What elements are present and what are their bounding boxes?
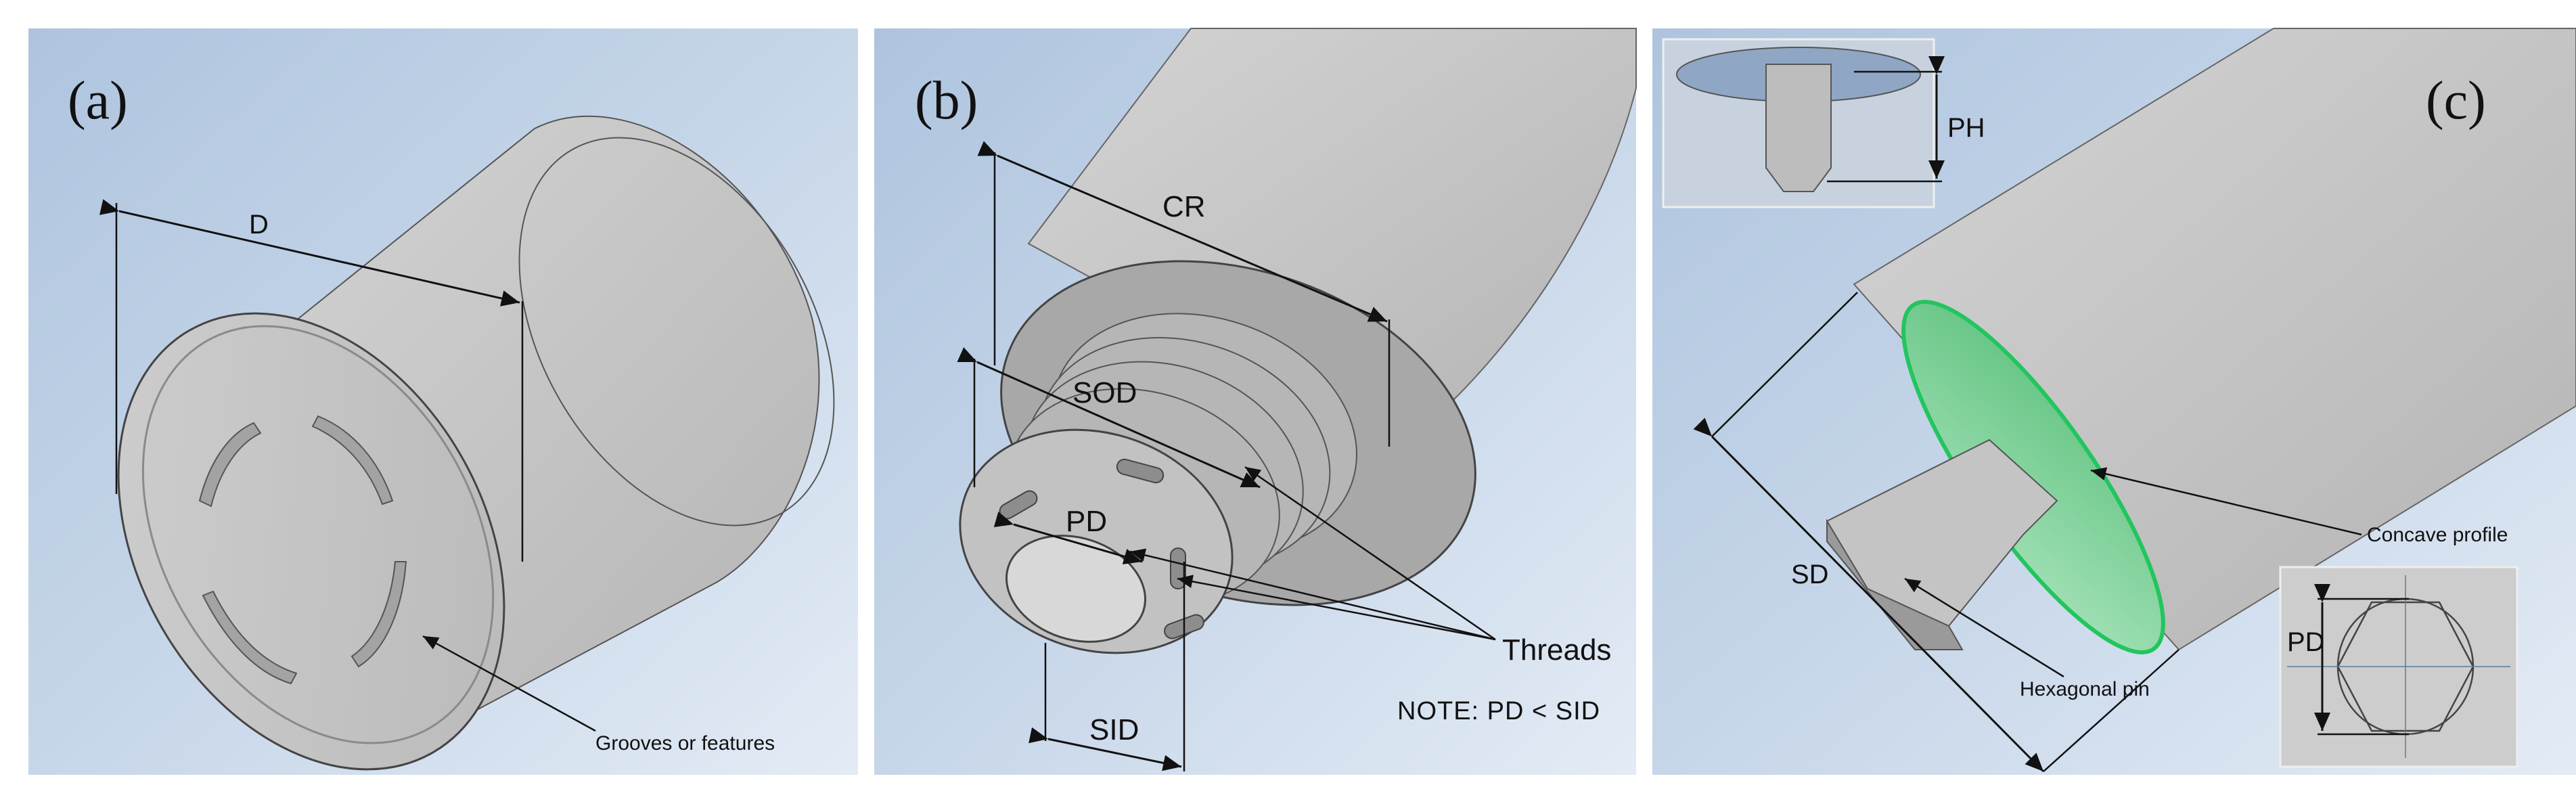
- panel-c-concave-leader: [2090, 467, 2362, 536]
- slot-3: [1170, 547, 1186, 589]
- groove-3: [351, 561, 407, 668]
- panel-a-callout-leader: [422, 635, 596, 732]
- panel-a-callout-label: Grooves or features: [595, 732, 775, 755]
- groove-2: [311, 415, 394, 506]
- panel-b: CR SOD PD SID Threads NOTE: PD < SID (b): [874, 28, 1637, 775]
- panel-a-front-face: [117, 312, 505, 771]
- panel-a-cylinder-back: [518, 137, 835, 526]
- panel-c-concave-label: Concave profile: [2367, 524, 2508, 546]
- panel-a-face-rim: [141, 325, 495, 744]
- panel-b-cr-label: CR: [1162, 190, 1206, 223]
- panel-b-threads-label: Threads: [1502, 633, 1611, 667]
- panel-c-hex-leader: [1904, 577, 2064, 678]
- groove-4: [202, 590, 298, 685]
- pd-inset-label: PD: [2287, 627, 2325, 657]
- panel-c-ph-inset: PH: [1662, 38, 1985, 208]
- panel-b-sod-label: SOD: [1072, 376, 1137, 409]
- panel-b-threads-leader-2: [1177, 575, 1496, 641]
- groove-1: [198, 422, 262, 508]
- panel-c-sd-ext-1: [1711, 292, 1858, 437]
- ph-inset-label: PH: [1947, 113, 1985, 143]
- panel-a-dim-d-label: D: [249, 210, 269, 240]
- panel-c: SD Concave profile Hexagonal pin PH PD: [1652, 28, 2576, 775]
- panel-b-sid-label: SID: [1089, 713, 1139, 746]
- panel-b-threads-leader-3: [1129, 548, 1496, 641]
- ph-inset-hex-pin: [1765, 64, 1832, 192]
- panel-b-note: NOTE: PD < SID: [1397, 697, 1600, 725]
- panel-b-threads-leader-1: [1244, 466, 1496, 641]
- panel-c-hex-label: Hexagonal pin: [2020, 678, 2150, 700]
- panel-c-sd-ext-2: [2043, 649, 2179, 772]
- panel-a-grooves: [198, 415, 407, 685]
- panel-a: D Grooves or features (a): [28, 28, 858, 775]
- panel-b-sid-line: [1029, 727, 1182, 771]
- panel-c-sd-label: SD: [1791, 560, 1829, 589]
- panel-b-sod-line: [957, 347, 1261, 489]
- panel-c-pd-inset: PD: [2279, 566, 2518, 768]
- panel-b-cr-line: [977, 141, 1388, 323]
- panel-a-dim-d-line: [99, 199, 520, 307]
- panel-c-label: (c): [2426, 71, 2486, 131]
- panel-a-label: (a): [68, 71, 128, 131]
- panel-b-pd-line: [993, 511, 1143, 565]
- panel-b-label: (b): [915, 71, 978, 131]
- panel-b-pd-label: PD: [1066, 505, 1107, 538]
- panel-c-sd-line: [1693, 418, 2045, 773]
